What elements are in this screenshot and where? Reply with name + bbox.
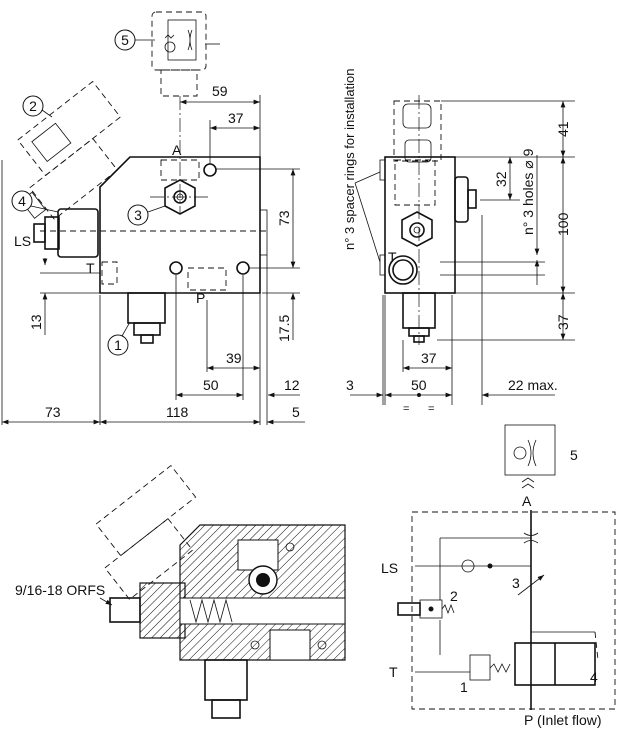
balloon-3-label: 3	[134, 207, 142, 223]
dim-22-max: 22 max.	[508, 377, 558, 393]
dim-50-side: 50	[411, 377, 427, 393]
dim-73-vertical: 73	[276, 210, 292, 226]
check-valve-block-5	[151, 11, 220, 97]
mounting-holes-note: n° 3 holes ⌀ 9	[520, 148, 536, 235]
hydraulic-schematic: 5 A LS 3 2 T 1 4 P (Inlet flow)	[381, 424, 616, 728]
dim-37-vertical: 37	[555, 314, 571, 330]
valve-body-side	[384, 156, 456, 294]
dim-39: 39	[226, 350, 242, 366]
schematic-label-4: 4	[590, 669, 598, 685]
valve-body-front	[99, 156, 261, 294]
balloon-2-label: 2	[29, 98, 37, 114]
dim-50: 50	[203, 377, 219, 393]
dim-13: 13	[28, 314, 44, 330]
schematic-label-2: 2	[450, 588, 458, 604]
balloon-5-label: 5	[121, 32, 129, 48]
schematic-port-A: A	[522, 493, 532, 509]
schematic-label-5: 5	[570, 447, 578, 463]
dim-41: 41	[555, 121, 571, 137]
dim-37: 37	[228, 110, 244, 126]
dim-59: 59	[212, 83, 228, 99]
front-view: 5 2 A P T LS 4	[1, 11, 305, 425]
schematic-port-P: P (Inlet flow)	[524, 712, 602, 728]
dim-73-horizontal: 73	[45, 404, 61, 420]
equal-mark-right: =	[428, 403, 434, 415]
thread-callout: 9/16-18 ORFS	[15, 582, 105, 598]
balloon-4-label: 4	[18, 193, 26, 209]
port-T-label: T	[86, 260, 95, 276]
port-LS-label: LS	[14, 233, 31, 249]
dim-37-horizontal: 37	[421, 350, 437, 366]
side-port-T-label: T	[388, 249, 397, 265]
dim-5: 5	[292, 404, 300, 420]
dim-32: 32	[493, 171, 509, 187]
balloon-1-label: 1	[114, 337, 122, 353]
schematic-port-LS: LS	[381, 560, 398, 576]
side-view: T n° 3 spacer rings for installation	[342, 68, 575, 415]
schematic-port-T: T	[389, 664, 398, 680]
schematic-label-3: 3	[512, 575, 520, 591]
dim-100: 100	[555, 212, 571, 236]
port-A-label: A	[172, 142, 182, 158]
dim-118: 118	[166, 404, 189, 420]
schematic-label-1: 1	[460, 679, 468, 695]
port-P-label: P	[196, 290, 205, 306]
spacer-rings-note: n° 3 spacer rings for installation	[342, 68, 357, 250]
section-view: 9/16-18 ORFS	[15, 464, 346, 719]
dim-17-5: 17.5	[276, 315, 292, 342]
dim-12: 12	[284, 377, 300, 393]
dim-3: 3	[346, 377, 354, 393]
equal-mark-left: =	[403, 403, 409, 415]
